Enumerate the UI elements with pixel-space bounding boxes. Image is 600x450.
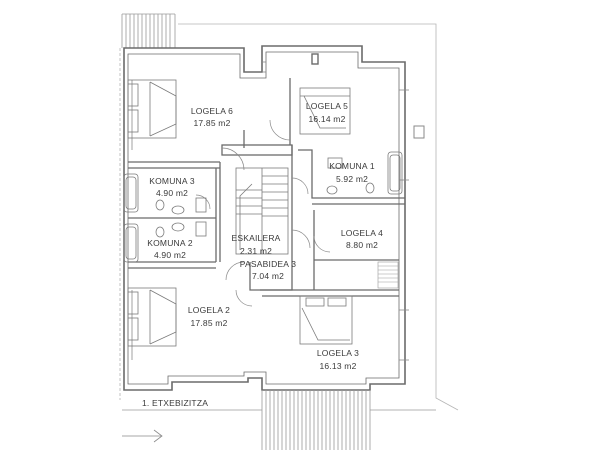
room-name-logela-6: LOGELA 6	[190, 106, 234, 116]
room-name-logela-3: LOGELA 3	[316, 348, 360, 358]
room-name-logela-5: LOGELA 5	[305, 101, 349, 111]
room-name-pasabidea-3: PASABIDEA 3	[239, 259, 297, 269]
bed-logela-2	[127, 287, 177, 347]
bed-logela-5	[299, 87, 351, 135]
top-balcony-railing	[121, 13, 176, 48]
arrow-right-icon	[122, 429, 163, 443]
room-area-komuna-3: 4.90 m2	[155, 188, 189, 198]
room-area-logela-3: 16.13 m2	[319, 361, 357, 371]
bed-logela-3	[299, 295, 353, 345]
room-area-komuna-2: 4.90 m2	[153, 250, 187, 260]
room-name-logela-2: LOGELA 2	[187, 305, 231, 315]
room-name-komuna-3: KOMUNA 3	[149, 176, 195, 186]
room-area-logela-5: 16.14 m2	[308, 114, 346, 124]
room-name-komuna-1: KOMUNA 1	[329, 161, 375, 171]
room-name-komuna-2: KOMUNA 2	[147, 238, 193, 248]
interior-walls	[128, 78, 405, 297]
bottom-balcony-railing	[261, 390, 371, 450]
room-area-komuna-1: 5.92 m2	[335, 174, 369, 184]
door-swings	[195, 119, 331, 307]
room-area-logela-4: 8.80 m2	[345, 240, 379, 250]
room-name-eskailera: ESKAILERA	[231, 233, 281, 243]
wardrobes	[311, 53, 399, 289]
room-area-pasabidea-3: 7.04 m2	[251, 271, 285, 281]
room-area-logela-2: 17.85 m2	[190, 318, 228, 328]
bed-logela-6	[127, 79, 177, 139]
stair	[235, 167, 289, 255]
plan-caption: 1. ETXEBIZITZA	[142, 398, 209, 408]
room-area-logela-6: 17.85 m2	[193, 118, 231, 128]
property-boundary	[119, 23, 459, 411]
bathroom-fixtures	[123, 151, 403, 263]
room-name-logela-4: LOGELA 4	[340, 228, 384, 238]
room-area-eskailera: 2.31 m2	[239, 246, 273, 256]
